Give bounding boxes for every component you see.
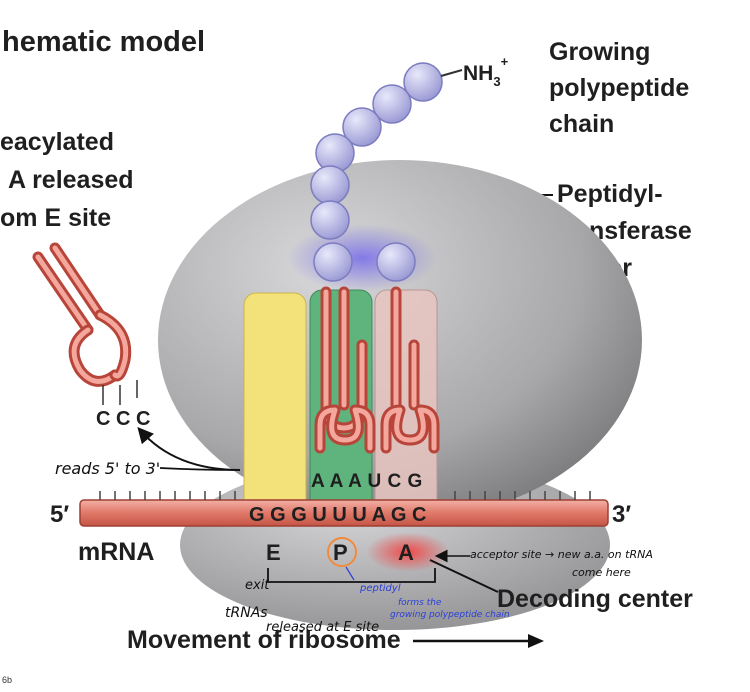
exit-annotation: exit — [245, 578, 270, 593]
a-site-label: A — [398, 540, 414, 565]
figure-title: hematic model — [2, 26, 205, 58]
three-prime-label: 3′ — [612, 501, 631, 528]
forms-annotation-2: growing polypeptide chain — [390, 610, 510, 620]
mrna-codon-sequence: G G G U U U A G C — [249, 504, 426, 526]
mrna-ticks — [99, 491, 591, 500]
growing-label-line-1: Growing — [549, 38, 650, 66]
decoding-leader-line — [429, 559, 499, 593]
reads-5-to-3-annotation: reads 5' to 3' — [55, 459, 160, 478]
e-site-box — [243, 292, 307, 516]
movement-arrowhead — [528, 634, 544, 648]
peptidyl-label-line-1: Peptidyl- — [557, 180, 663, 208]
acceptor-annotation-2: come here — [572, 566, 631, 579]
growing-label-line-3: chain — [549, 110, 614, 138]
movement-label: Movement of ribosome — [127, 626, 401, 654]
p-site-circle-annotation — [327, 537, 357, 567]
release-arrow — [137, 426, 241, 471]
growing-label-line-2: polypeptide — [549, 74, 689, 102]
polypeptide-chain — [310, 62, 443, 282]
anticodon-sequence: A A A U C G — [311, 471, 423, 492]
released-trna — [32, 242, 132, 387]
deacylated-label-line-3: om E site — [0, 204, 111, 232]
decoding-center-glow — [366, 532, 450, 572]
released-annotation: released at E site — [266, 620, 379, 635]
forms-annotation: forms the — [398, 598, 442, 608]
p-site-trna — [314, 286, 376, 454]
a-site-trna — [380, 286, 440, 454]
decoding-center-label: Decoding center — [497, 585, 693, 613]
released-trna-stem — [102, 380, 138, 405]
deacylated-label-line-1: eacylated — [0, 128, 114, 156]
mrna-strand — [79, 499, 609, 527]
trnas-annotation: tRNAs — [225, 605, 268, 621]
cca-label: C C C — [96, 408, 150, 430]
nh3-bond — [440, 69, 463, 77]
acceptor-annotation: acceptor site → new a.a. on tRNA — [470, 548, 653, 561]
exit-bracket — [267, 568, 436, 583]
five-prime-label: 5′ — [50, 501, 69, 528]
figure-reference: 6b — [2, 675, 12, 685]
deacylated-label-line-2: A released — [8, 166, 134, 194]
mrna-label: mRNA — [78, 538, 154, 566]
peptidyl-annotation: peptidyl — [359, 583, 401, 594]
p-site-label: P — [333, 540, 348, 565]
peptidyl-note-line — [345, 566, 355, 581]
e-site-label: E — [266, 540, 281, 565]
nh3-label: NH3+ — [463, 54, 509, 89]
